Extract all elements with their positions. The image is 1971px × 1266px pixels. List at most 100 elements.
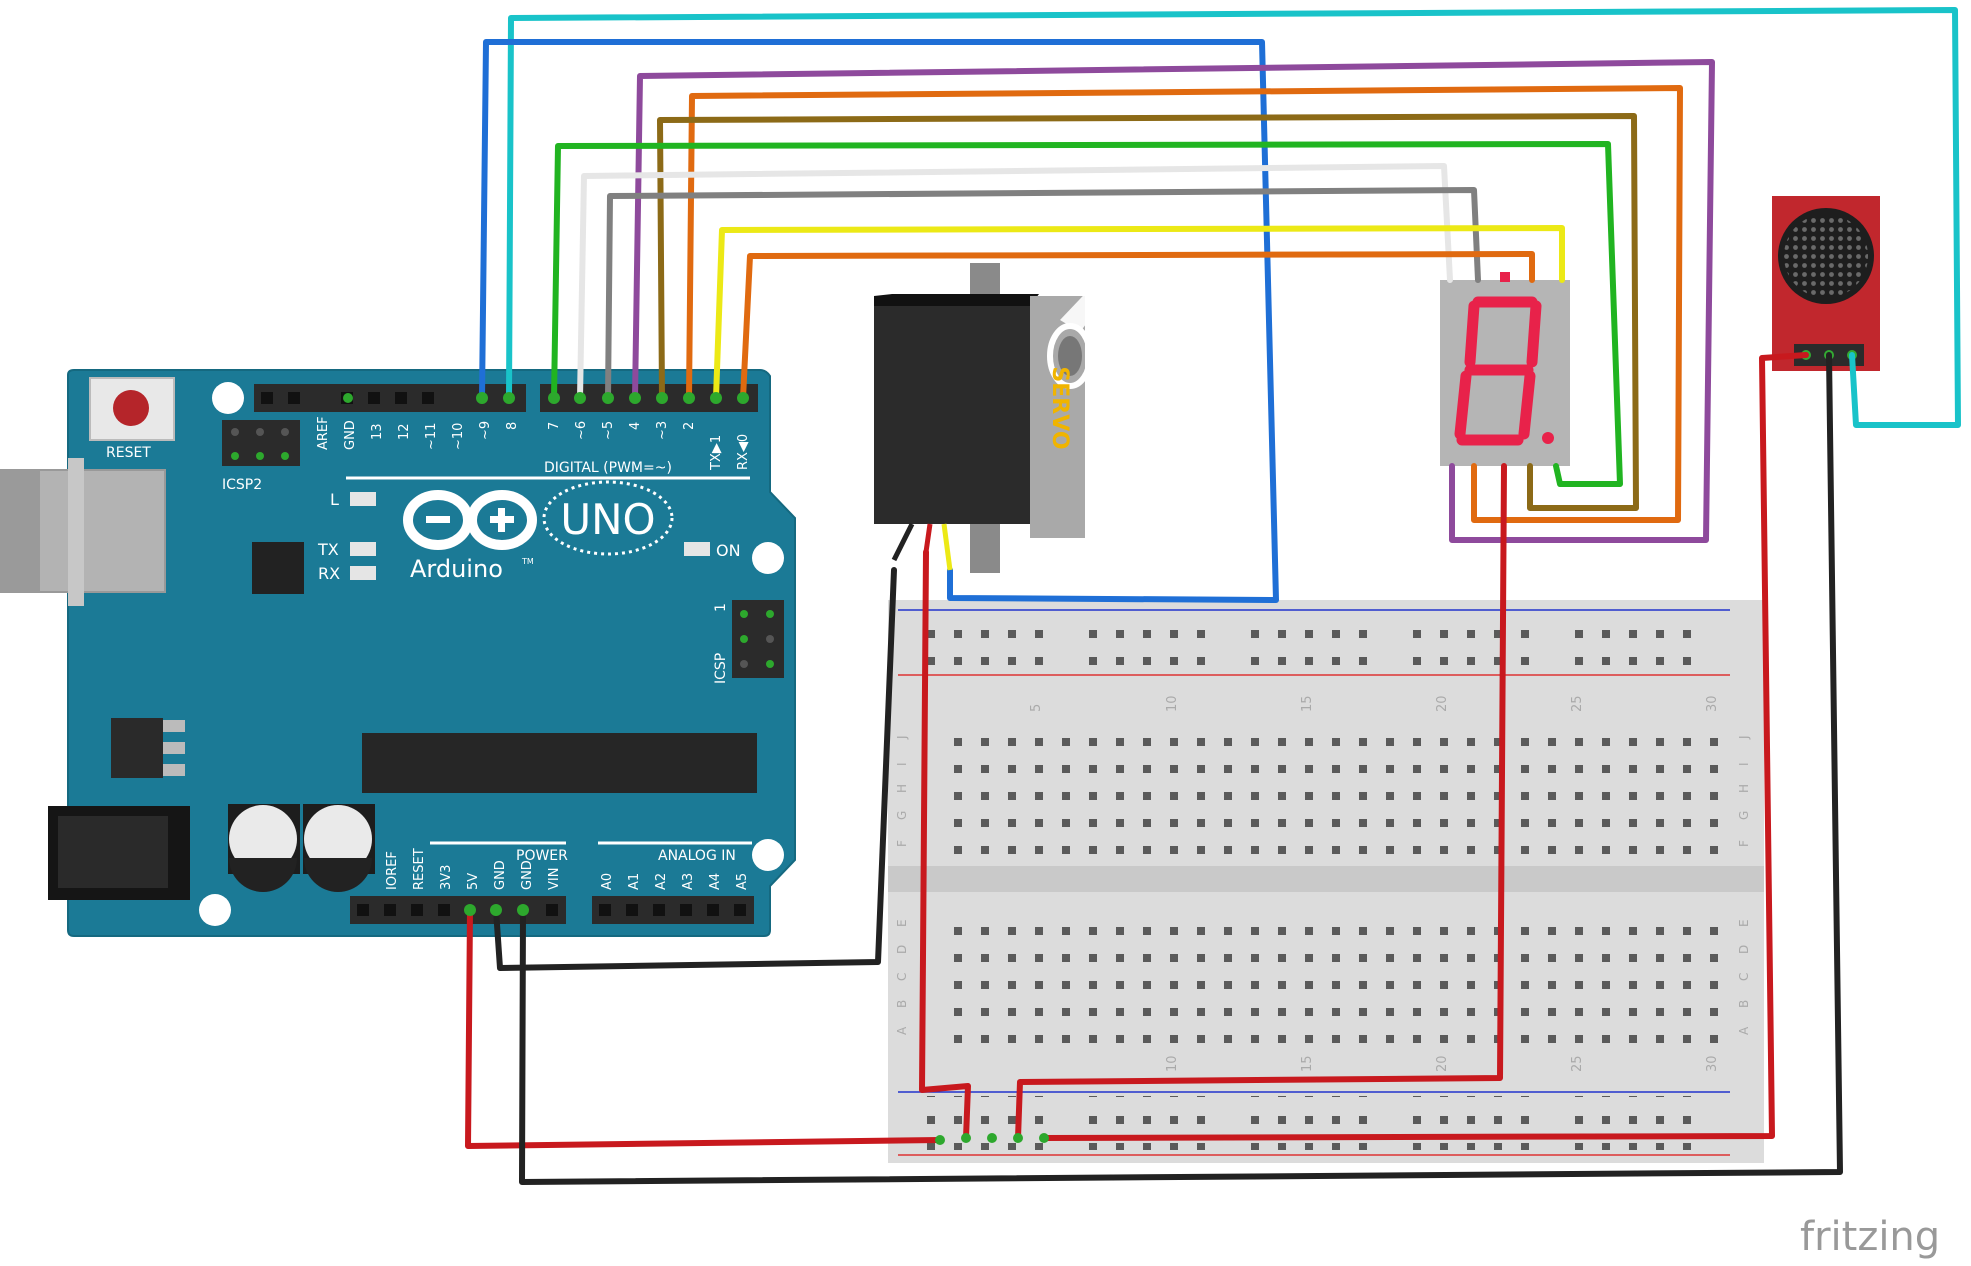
- breadboard-col-15: 15: [1300, 695, 1315, 712]
- power-header: [350, 896, 566, 924]
- usb-chip: [252, 542, 304, 594]
- pin-label-5: ~5: [601, 421, 616, 440]
- segment-e: [1454, 370, 1472, 440]
- on-led: [684, 542, 710, 556]
- wire-purple: [632, 59, 1715, 543]
- row-letter-b: B: [895, 1000, 909, 1008]
- row-letter-a: A: [895, 1026, 909, 1035]
- icsp-header: [732, 600, 784, 678]
- row-letter-c: C: [895, 973, 909, 981]
- breadboard-col-15-bottom: 15: [1300, 1055, 1315, 1072]
- pin-label-4: 4: [628, 422, 643, 430]
- breadboard-col-10-bottom: 10: [1165, 1055, 1180, 1072]
- pin-label-13: 13: [370, 423, 385, 440]
- breadboard-col-20-bottom: 20: [1435, 1055, 1450, 1072]
- pin-label-10: ~10: [451, 423, 466, 450]
- wire-cyan: [506, 7, 1961, 428]
- breadboard-col-20: 20: [1435, 695, 1450, 712]
- row-letter-f: F: [895, 840, 909, 847]
- row-letter-i-right: I: [1737, 762, 1751, 766]
- pin-label-vin: VIN: [547, 868, 562, 890]
- pin-contacts: [464, 392, 749, 916]
- pin-label-gnd-2: GND: [520, 860, 535, 890]
- pin-label-reset: RESET: [412, 848, 427, 890]
- power-label: POWER: [516, 848, 568, 864]
- arduino-uno-board: RESET ICSP2 L TX RX ON: [0, 369, 796, 937]
- segment-c: [1518, 370, 1536, 440]
- capacitor: [228, 804, 300, 892]
- pin-label-a3: A3: [681, 873, 696, 890]
- pin-label-gnd: GND: [343, 420, 358, 450]
- row-letter-g-right: G: [1737, 811, 1751, 820]
- wire-red-5v: [465, 907, 943, 1149]
- row-letter-d-right: D: [1737, 945, 1751, 954]
- breadboard-col-25: 25: [1570, 695, 1585, 712]
- wire-black-servo: [493, 567, 897, 971]
- uno-label: UNO: [560, 495, 655, 544]
- icsp-label: ICSP: [713, 653, 729, 684]
- rx-led-label: RX: [318, 564, 340, 583]
- pin-label-a0: A0: [600, 873, 615, 890]
- pin-label-a2: A2: [654, 873, 669, 890]
- mounting-hole: [752, 542, 784, 574]
- row-letter-h-right: H: [1737, 784, 1751, 793]
- mounting-hole: [199, 894, 231, 926]
- wire-brown: [657, 113, 1639, 511]
- microphone-module: [1772, 196, 1880, 371]
- segment-b: [1526, 300, 1542, 368]
- wire-blue: [479, 39, 1279, 603]
- row-letter-c-right: C: [1737, 973, 1751, 981]
- wire-black-mic: [519, 352, 1843, 1185]
- wire-yellow: [713, 225, 1565, 401]
- pin-label-3: ~3: [655, 421, 670, 440]
- pin-label-aref: AREF: [316, 416, 331, 450]
- segment-dp: [1542, 432, 1554, 444]
- trademark: TM: [521, 557, 534, 566]
- pin-label-a1: A1: [627, 873, 642, 890]
- row-letter-j: J: [895, 735, 909, 740]
- row-letter-g: G: [895, 811, 909, 820]
- main-microcontroller: [362, 733, 757, 793]
- fritzing-watermark: fritzing: [1800, 1214, 1940, 1260]
- pin-label-0: RX◀0: [736, 434, 751, 470]
- wire-gray: [605, 187, 1481, 401]
- wire-green: [551, 141, 1623, 487]
- row-letter-e: E: [895, 919, 909, 927]
- row-letter-e-right: E: [1737, 919, 1751, 927]
- arduino-logo: [403, 490, 537, 550]
- mounting-hole: [752, 839, 784, 871]
- pin-label-8: 8: [505, 422, 520, 430]
- wire-white: [577, 163, 1453, 401]
- capacitor: [303, 804, 375, 892]
- tx-led-label: TX: [317, 540, 339, 559]
- icsp2-label: ICSP2: [222, 477, 262, 493]
- reset-label: RESET: [106, 445, 151, 461]
- row-letter-a-right: A: [1737, 1026, 1751, 1035]
- pin-label-6: ~6: [574, 421, 589, 440]
- wire-orange-2: [740, 251, 1535, 401]
- wire-red-mic: [1041, 352, 1809, 1141]
- analog-header: [592, 896, 754, 924]
- pin-label-2: 2: [682, 422, 697, 430]
- segment-f: [1464, 300, 1480, 368]
- servo-leads: [891, 522, 953, 571]
- row-letter-i: I: [895, 762, 909, 766]
- pin-label-ioref: IOREF: [385, 851, 400, 890]
- row-letter-b-right: B: [1737, 1000, 1751, 1008]
- breadboard-col-5: 5: [1029, 704, 1044, 712]
- pin-label-3v3: 3V3: [439, 865, 454, 890]
- reset-button-cap[interactable]: [113, 390, 149, 426]
- wire-red-servo: [919, 549, 971, 1141]
- row-letter-j-right: J: [1737, 735, 1751, 740]
- wire-red-7seg: [1015, 463, 1507, 1141]
- digital-header-label: DIGITAL (PWM=~): [544, 460, 672, 476]
- digital-header-right: [540, 384, 758, 412]
- row-letter-f-right: F: [1737, 840, 1751, 847]
- pin-label-7: 7: [547, 422, 562, 430]
- on-led-label: ON: [716, 541, 741, 560]
- breadboard-col-30-bottom: 30: [1705, 1055, 1720, 1072]
- pin-label-5v: 5V: [466, 873, 481, 890]
- pin-label-a5: A5: [735, 873, 750, 890]
- l-led-label: L: [330, 490, 339, 509]
